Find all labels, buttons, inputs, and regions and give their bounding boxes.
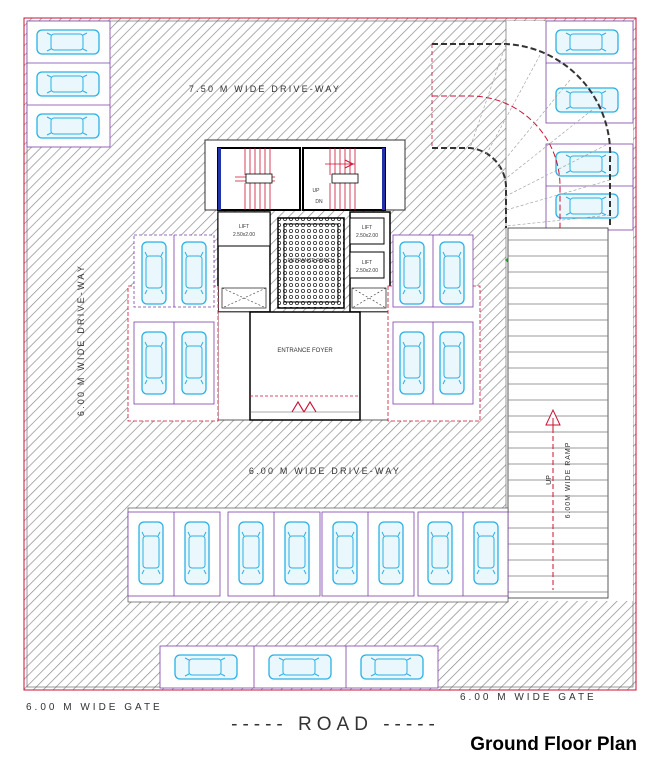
- lift-right-size: 2.50x2.00: [356, 233, 378, 239]
- parking-bays-core-right: [387, 234, 481, 422]
- lift-right-label: LIFT: [362, 225, 372, 231]
- building-core: UP DN LIFT 2.50x2.00 LIFT 2.50x2.00 LIFT…: [204, 139, 406, 421]
- road-label: ----- ROAD -----: [231, 714, 440, 735]
- driveway-top-label: 7.50 M WIDE DRIVE-WAY: [189, 84, 341, 94]
- entrance-porch: [277, 217, 345, 309]
- straight-ramp: [507, 227, 609, 599]
- parking-bays-bottom-row: [127, 507, 509, 603]
- gate-left-label: 6.00 M WIDE GATE: [26, 702, 163, 713]
- lift-left-label: LIFT: [239, 224, 249, 230]
- parking-bays-gate: [159, 645, 439, 689]
- plan-title: Ground Floor Plan: [470, 734, 637, 755]
- driveway-mid-label: 6.00 M WIDE DRIVE-WAY: [249, 466, 401, 476]
- entrance-porch-label: ENTRANCE PORCH: [288, 258, 335, 264]
- ramp-up-label: UP: [546, 475, 553, 485]
- ramp-label: 6.00M WIDE RAMP: [565, 442, 572, 519]
- stair-dn-label: DN: [315, 199, 323, 205]
- gate-right-label: 6.00 M WIDE GATE: [460, 692, 597, 703]
- lift-left-size: 2.50x2.00: [233, 232, 255, 238]
- lift-right2-size: 2.50x2.00: [356, 268, 378, 274]
- stair-up-label: UP: [313, 188, 321, 194]
- lift-right2-label: LIFT: [362, 260, 372, 266]
- entrance-foyer-label: ENTRANCE FOYER: [277, 348, 333, 354]
- parking-bays-core-left: [127, 234, 219, 422]
- parking-bays-top-left: [26, 20, 111, 148]
- driveway-left-label: 6.00 M WIDE DRIVE-WAY: [76, 264, 86, 416]
